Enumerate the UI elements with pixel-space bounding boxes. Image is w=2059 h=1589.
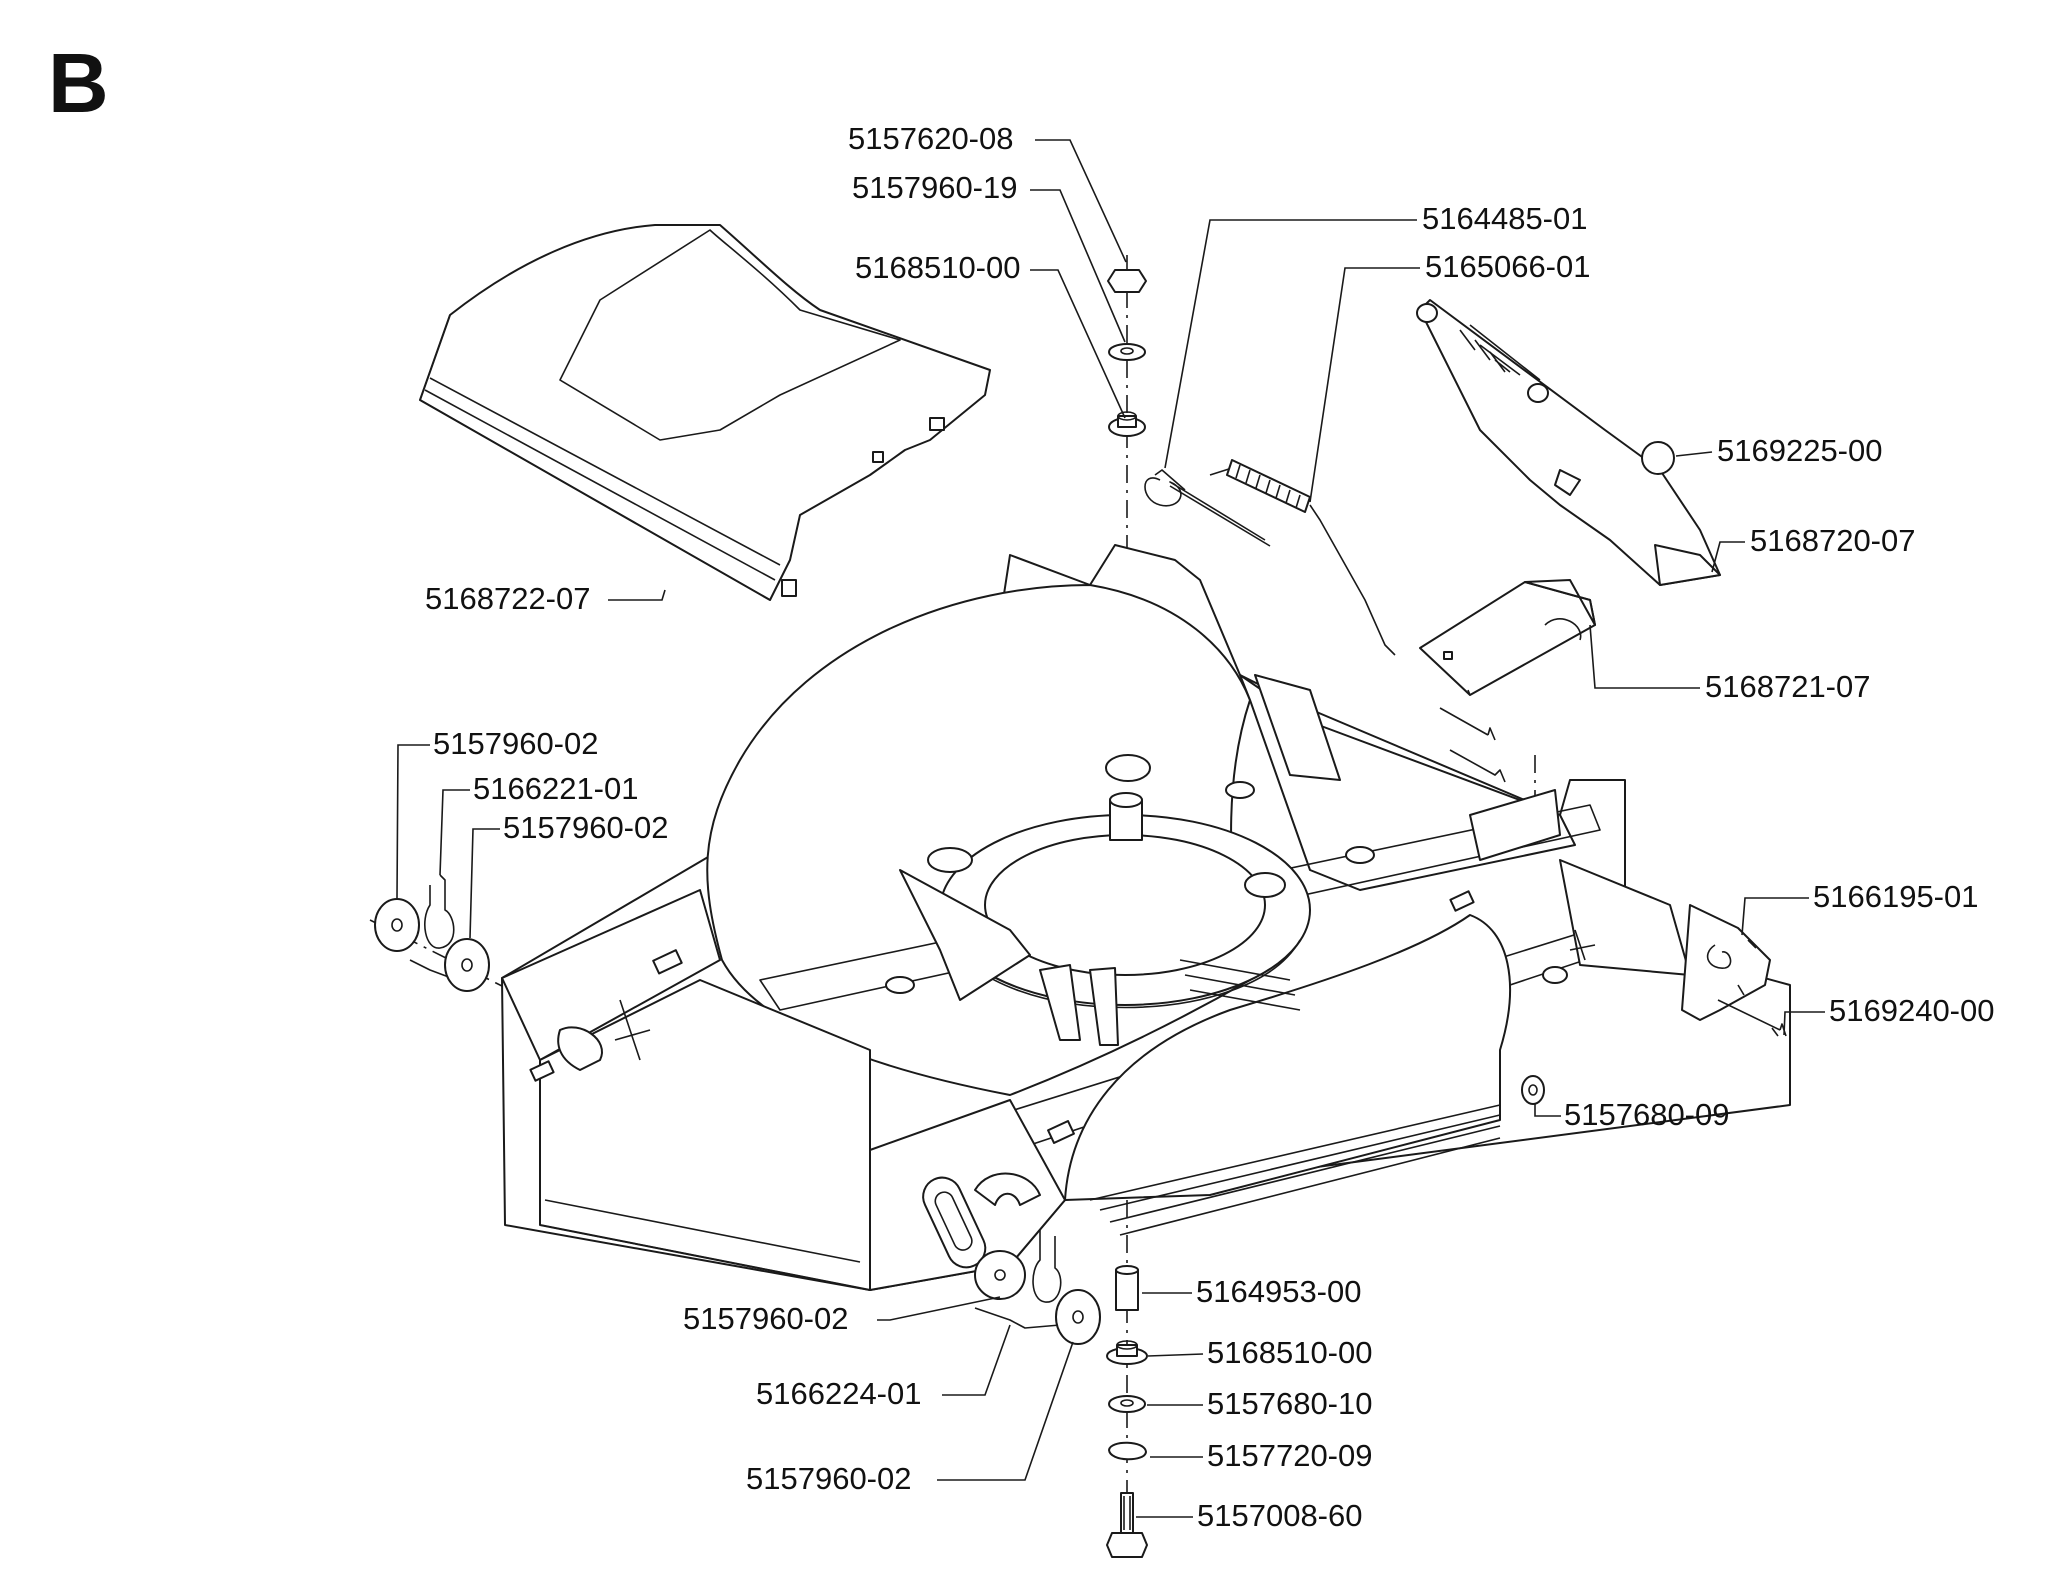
part-number-labels: 5157620-08 5157960-19 5168510-00 5164485… (425, 121, 1995, 1533)
label-tension-spring: 5165066-01 (1425, 249, 1591, 284)
label-right-washer: 5157680-09 (1564, 1097, 1730, 1132)
left-washer-outer-part (374, 898, 420, 952)
label-lock-washer-bottom: 5157720-09 (1207, 1438, 1373, 1473)
right-bracket-part (1681, 904, 1771, 1021)
label-right-bracket: 5166195-01 (1813, 879, 1979, 914)
label-right-pin: 5169240-00 (1829, 993, 1995, 1028)
label-nut-top: 5157620-08 (848, 121, 1014, 156)
label-torsion-spring-rod: 5164485-01 (1422, 201, 1588, 236)
label-rear-flap: 5169225-00 (1717, 433, 1883, 468)
rear-hinge-plate-part (1419, 579, 1596, 696)
rear-guard-part (1416, 299, 1721, 586)
label-bolt-bottom: 5157008-60 (1197, 1498, 1363, 1533)
mower-deck-housing (501, 544, 1791, 1291)
front-cover-part (419, 224, 991, 601)
front-washer-b-part (1055, 1289, 1101, 1345)
left-washer-inner-part (444, 938, 490, 992)
label-left-spring-clip: 5166221-01 (473, 771, 639, 806)
label-front-washer-b: 5157960-02 (746, 1461, 912, 1496)
label-left-washer-inner: 5157960-02 (503, 810, 669, 845)
front-washer-a-part (974, 1250, 1026, 1300)
bottom-hardware-stack (1106, 1265, 1148, 1558)
label-washer-bottom: 5157680-10 (1207, 1386, 1373, 1421)
label-front-spring-clip: 5166224-01 (756, 1376, 922, 1411)
tension-spring-part (1209, 459, 1396, 656)
label-bushing-bottom: 5168510-00 (1207, 1335, 1373, 1370)
label-spacer-sleeve: 5164953-00 (1196, 1274, 1362, 1309)
leader-lines (396, 139, 1825, 1518)
label-bushing-top: 5168510-00 (855, 250, 1021, 285)
front-spring-clip-part (974, 1230, 1062, 1329)
label-rear-guard: 5168720-07 (1750, 523, 1916, 558)
section-letter: B (48, 36, 109, 130)
rear-pins (1439, 707, 1506, 783)
label-front-washer-a: 5157960-02 (683, 1301, 849, 1336)
right-washer-part (1521, 1075, 1545, 1105)
label-front-cover: 5168722-07 (425, 581, 591, 616)
label-left-washer-outer: 5157960-02 (433, 726, 599, 761)
rear-flap-part (1641, 441, 1675, 475)
torsion-spring-rod-part (1144, 469, 1271, 547)
label-rear-hinge-plate: 5168721-07 (1705, 669, 1871, 704)
label-washer-top: 5157960-19 (852, 170, 1018, 205)
top-hardware-stack (1107, 269, 1147, 437)
